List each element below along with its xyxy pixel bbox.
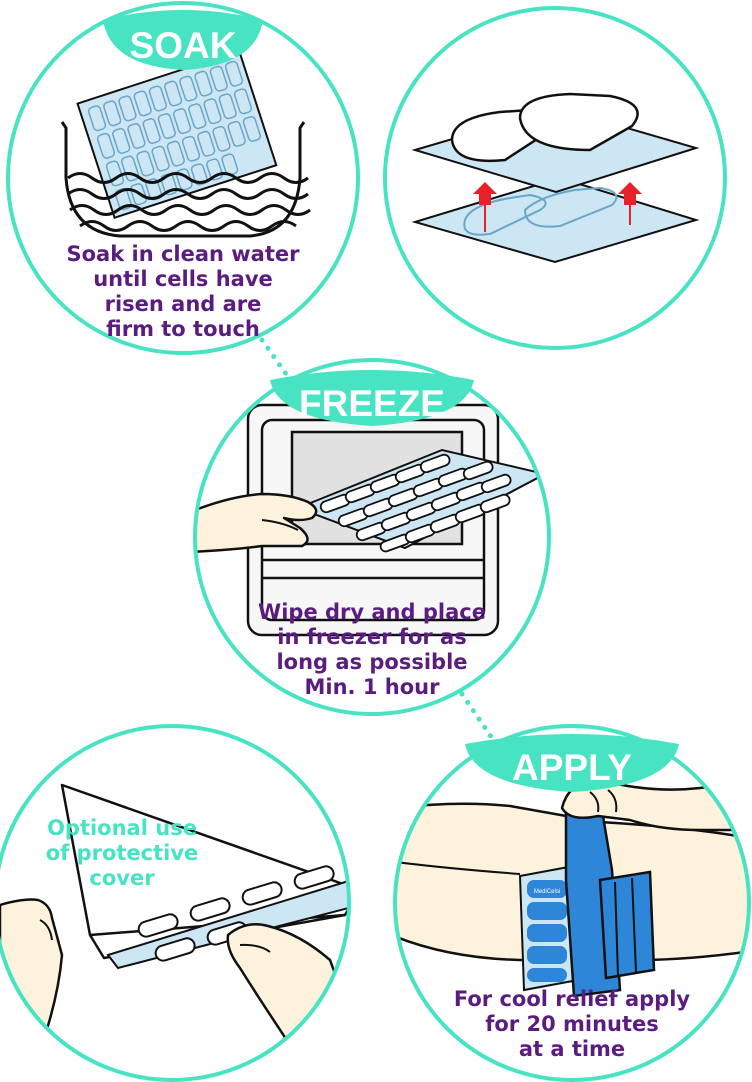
hand-icon: [195, 492, 318, 554]
soak-caption: Soak in clean water until cells have ris…: [66, 242, 300, 341]
hand-right-icon: [226, 923, 349, 1062]
freeze-caption: Wipe dry and place in freezer for as lon…: [258, 600, 486, 699]
gel-pack-sheet: [76, 49, 278, 219]
water-bowl: [60, 121, 306, 238]
freeze-badge: FREEZE: [270, 370, 474, 426]
svg-text:APPLY: APPLY: [512, 747, 632, 788]
rise-arrow-left: [473, 182, 497, 232]
gel-pack-wrap: MediCelsi: [518, 864, 580, 992]
apply-step-circle: MediCelsi APPLY: [393, 724, 751, 1082]
svg-text:FREEZE: FREEZE: [299, 383, 445, 424]
pad-brand-label: MediCelsi: [534, 889, 560, 895]
cover-step-circle: [0, 724, 351, 1082]
water-waves: [67, 172, 311, 232]
freeze-step-circle: FREEZE: [193, 358, 551, 716]
rising-cells-circle: [383, 6, 727, 350]
soak-badge: SOAK: [103, 10, 263, 70]
gel-pack-sheet: [106, 865, 349, 970]
apply-caption: For cool relief apply for 20 minutes at …: [453, 987, 691, 1061]
cover-caption: Optional use of protective cover: [45, 816, 199, 890]
apply-badge: APPLY: [465, 734, 679, 792]
gel-pack-sheet: [295, 448, 548, 553]
rising-cells-icon: [411, 92, 700, 264]
rise-arrow-right: [618, 182, 642, 225]
soak-step-circle: SOAK: [6, 1, 360, 355]
svg-text:SOAK: SOAK: [130, 25, 237, 66]
dotted-connector-freeze-apply: [459, 691, 495, 741]
